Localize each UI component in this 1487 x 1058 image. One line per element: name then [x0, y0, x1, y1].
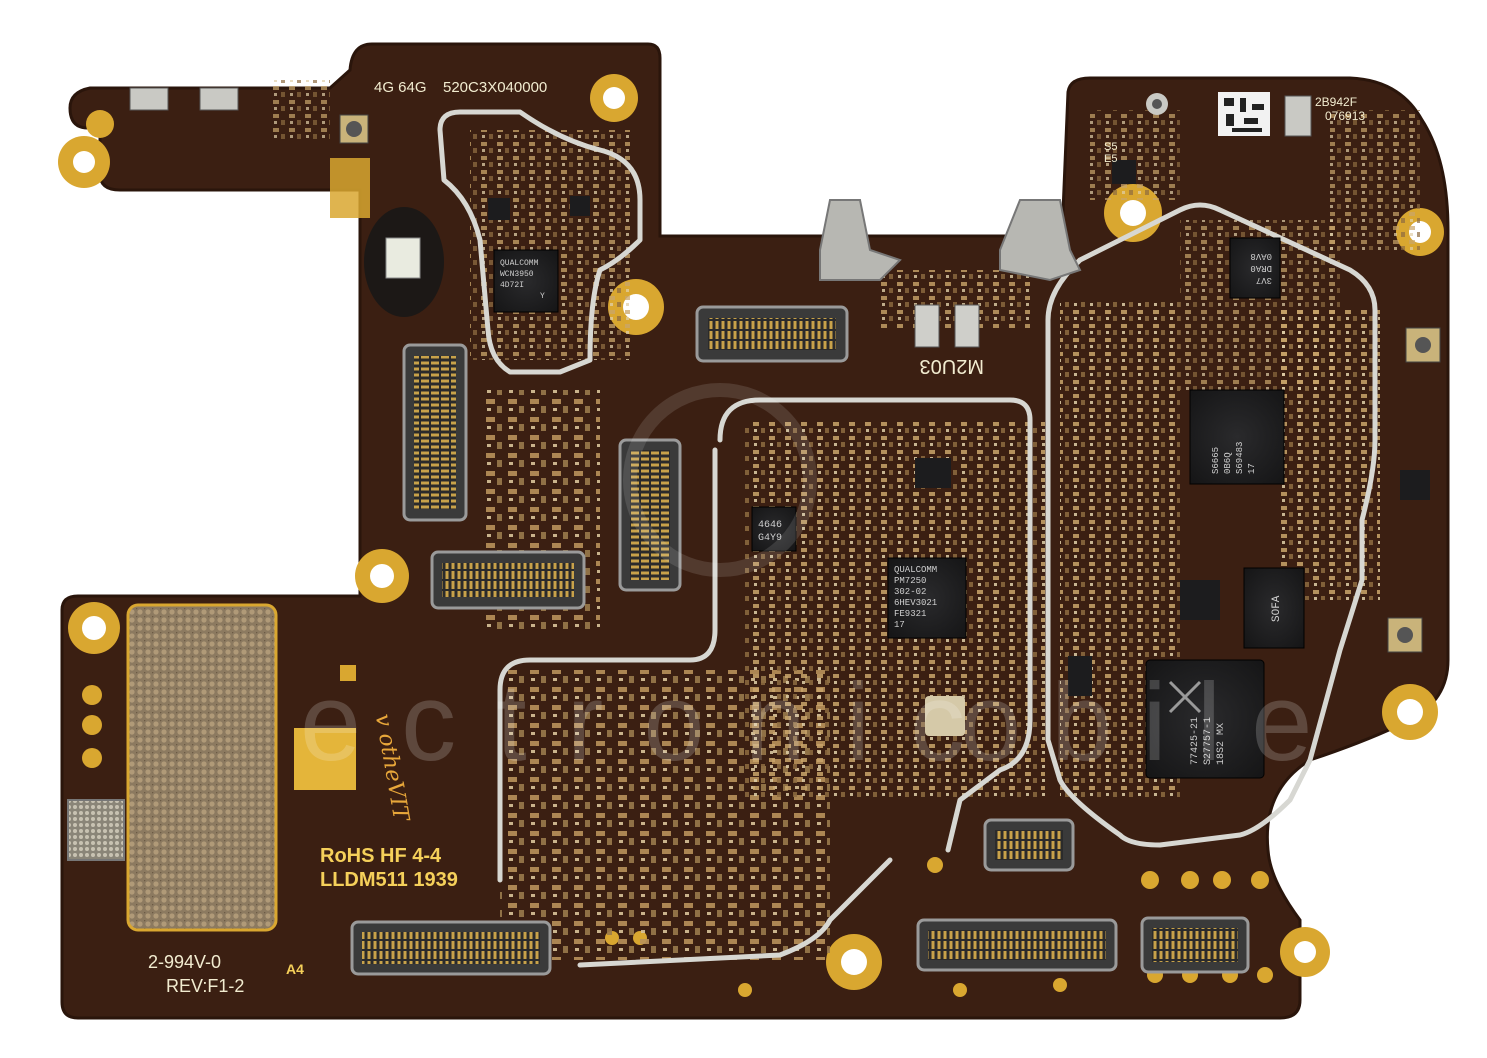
svg-text:WCN3950: WCN3950: [500, 270, 534, 279]
chip-rf-frontend: 77425-21 S27757-1 18S2 MX: [1145, 659, 1265, 779]
flash-led: [364, 207, 444, 317]
rf-coax-connectors: [339, 93, 1441, 653]
chip-pm7250: QUALCOMM PM7250 302-02 6HEV3021 FE9321 1…: [887, 557, 967, 639]
svg-text:QUALCOMM: QUALCOMM: [894, 565, 937, 575]
watermark: ectronic obile: [300, 383, 1342, 784]
board-code-2: 076913: [1325, 109, 1365, 123]
small-chips: [488, 160, 1430, 696]
svg-text:4646: 4646: [758, 520, 782, 531]
svg-text:S27757-1: S27757-1: [1203, 717, 1214, 765]
svg-text:17: 17: [894, 620, 905, 630]
svg-text:3V7: 3V7: [1256, 275, 1272, 285]
svg-text:0B6Q: 0B6Q: [1223, 452, 1233, 474]
svg-text:77425-21: 77425-21: [1190, 717, 1201, 765]
svg-text:PM7250: PM7250: [894, 576, 926, 586]
svg-text:302-02: 302-02: [894, 587, 926, 597]
svg-text:QUALCOMM: QUALCOMM: [500, 259, 539, 268]
chip-wcn3950: QUALCOMM WCN3950 4D72I Y: [493, 249, 559, 313]
svg-text:4D72I: 4D72I: [500, 281, 524, 290]
board-code: 2B942F: [1315, 95, 1357, 109]
svg-text:SOFA: SOFA: [1271, 595, 1283, 622]
chip-4646: 4646 G4Y9: [751, 506, 797, 552]
s5-label: S5: [1104, 141, 1117, 153]
svg-text:17: 17: [1247, 463, 1257, 474]
antenna-spring-clips: [819, 199, 1082, 282]
e5-label: E5: [1104, 153, 1117, 165]
mounting-hole-top: [590, 74, 638, 122]
svg-text:S6665: S6665: [1211, 447, 1221, 474]
svg-text:DRA0: DRA0: [1250, 263, 1272, 273]
mounting-hole-left: [68, 602, 120, 768]
shield-frames: [437, 109, 1378, 968]
smd-components: [270, 80, 1420, 960]
svg-text:Y: Y: [540, 292, 545, 301]
svg-text:obile: obile: [960, 661, 1342, 784]
emi-foam-pad: [67, 603, 278, 932]
ul-label: 2-994V-0: [148, 952, 221, 972]
rev-label: REV:F1-2: [166, 976, 244, 996]
test-pads: [294, 158, 1273, 997]
svg-text:ectronic: ectronic: [300, 661, 1005, 784]
chip-memory-small: 3V7 DRA0 0AV8: [1229, 237, 1281, 299]
svg-text:18S2 MX: 18S2 MX: [1216, 723, 1227, 765]
svg-text:0AV8: 0AV8: [1250, 251, 1272, 261]
chip-cpu: S6665 0B6Q S69483 17: [1189, 389, 1285, 485]
m2u03-label: M2U03: [920, 355, 984, 377]
rohs-label: RoHS HF 4-4: [320, 845, 442, 867]
memory-label: 4G 64G: [374, 79, 427, 96]
lldm-label: LLDM511 1939: [320, 869, 458, 891]
svg-text:FE9321: FE9321: [894, 609, 926, 619]
chip-sofa: SOFA: [1243, 567, 1305, 649]
mounting-hole-top-left: [58, 110, 114, 188]
a4-label: A4: [286, 961, 304, 977]
svg-text:S69483: S69483: [1235, 442, 1245, 474]
serial-label: 520C3X040000: [443, 79, 547, 96]
svg-text:G4Y9: G4Y9: [758, 533, 782, 544]
mounting-hole-bottom: [826, 684, 1438, 990]
svg-text:6HEV3021: 6HEV3021: [894, 598, 937, 608]
data-matrix-code: [1218, 92, 1270, 136]
top-left-pads: [129, 87, 1312, 736]
board-connectors: [350, 305, 1250, 976]
